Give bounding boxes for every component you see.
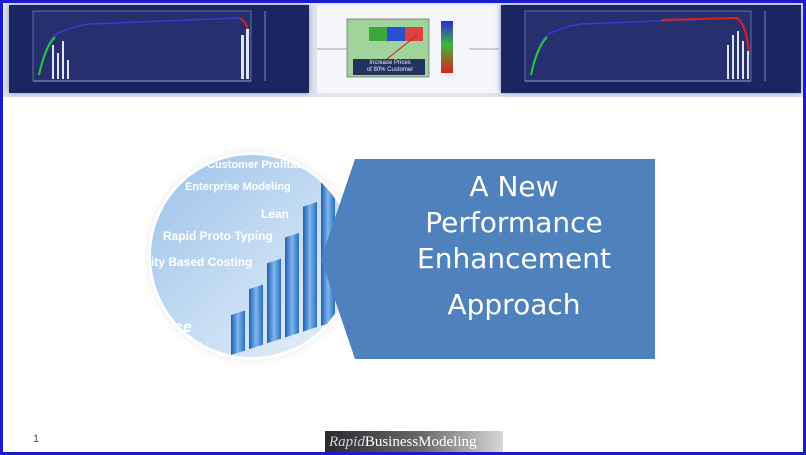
circle-word-5: ity Based Costing <box>151 255 253 269</box>
logo-regular-text: BusinessModeling <box>364 434 477 450</box>
pareto-chart-left <box>9 5 309 93</box>
circle-word-6: lence <box>151 319 192 336</box>
caption-line-2: of 80% Customer <box>366 67 414 73</box>
pareto-chart-right <box>501 5 801 93</box>
title-line-2: Performance <box>425 206 603 239</box>
slide-title: A New Performance Enhancement Approach <box>373 169 655 323</box>
circle-word-4: Rapid Proto Typing <box>163 229 273 243</box>
title-line-1: A New <box>469 170 559 203</box>
circle-word-2: Enterprise Modeling <box>185 181 291 193</box>
banner: Increase Prices of 80% Customer <box>3 3 803 97</box>
rapid-business-modeling-logo: RapidBusinessModeling <box>325 431 503 452</box>
circle-word-1: Customer Profitab <box>207 159 303 171</box>
title-line-4: Approach <box>447 288 581 321</box>
heatmap-caption: Increase Prices of 80% Customer <box>355 60 425 74</box>
circle-word-3: Lean <box>261 207 290 221</box>
heatmap-panel: Increase Prices of 80% Customer <box>317 5 499 93</box>
title-chevron-shape <box>321 159 655 359</box>
page-number: 1 <box>33 433 40 445</box>
title-line-3: Enhancement <box>417 242 611 275</box>
business-graphic-circle: Customer Profitab Enterprise Modeling Le… <box>151 155 353 357</box>
caption-line-1: Increase Prices <box>369 60 411 66</box>
logo-italic-text: Rapid <box>329 434 365 450</box>
